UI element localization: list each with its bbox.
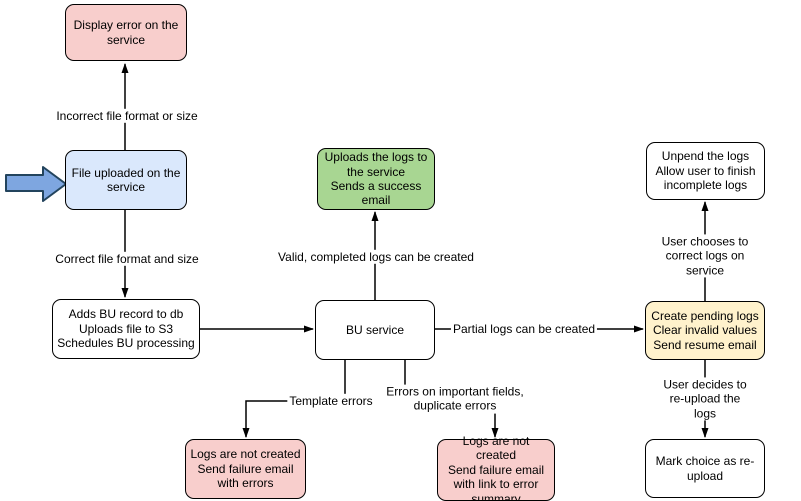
edge-label-partial-logs: Partial logs can be created bbox=[450, 321, 598, 337]
node-file-uploaded: File uploaded on the service bbox=[65, 150, 187, 210]
edge-label-correct-format: Correct file format and size bbox=[53, 251, 201, 267]
node-adds-bu-record: Adds BU record to db Uploads file to S3 … bbox=[52, 299, 200, 359]
entry-arrow-icon bbox=[5, 166, 67, 202]
node-create-pending: Create pending logs Clear invalid values… bbox=[645, 301, 765, 360]
node-upload-success: Uploads the logs to the service Sends a … bbox=[317, 148, 435, 210]
node-fail-fields: Logs are not created Send failure email … bbox=[437, 434, 555, 501]
node-mark-reupload: Mark choice as re- upload bbox=[645, 439, 765, 498]
node-unpend-logs: Unpend the logs Allow user to finish inc… bbox=[646, 142, 765, 200]
node-bu-service: BU service bbox=[315, 300, 435, 360]
edge-label-incorrect-format: Incorrect file format or size bbox=[54, 108, 200, 124]
edge-label-user-reuploads: User decides to re-upload the logs bbox=[657, 377, 753, 421]
edge-label-user-corrects: User chooses to correct logs on service bbox=[657, 234, 753, 278]
edge-label-template-errors: Template errors bbox=[287, 393, 375, 409]
edge-label-important-fields-errors: Errors on important fields, duplicate er… bbox=[384, 384, 526, 414]
node-fail-template: Logs are not created Send failure email … bbox=[185, 439, 306, 499]
edge-label-valid-logs: Valid, completed logs can be created bbox=[276, 249, 476, 265]
node-display-error: Display error on the service bbox=[65, 4, 187, 61]
